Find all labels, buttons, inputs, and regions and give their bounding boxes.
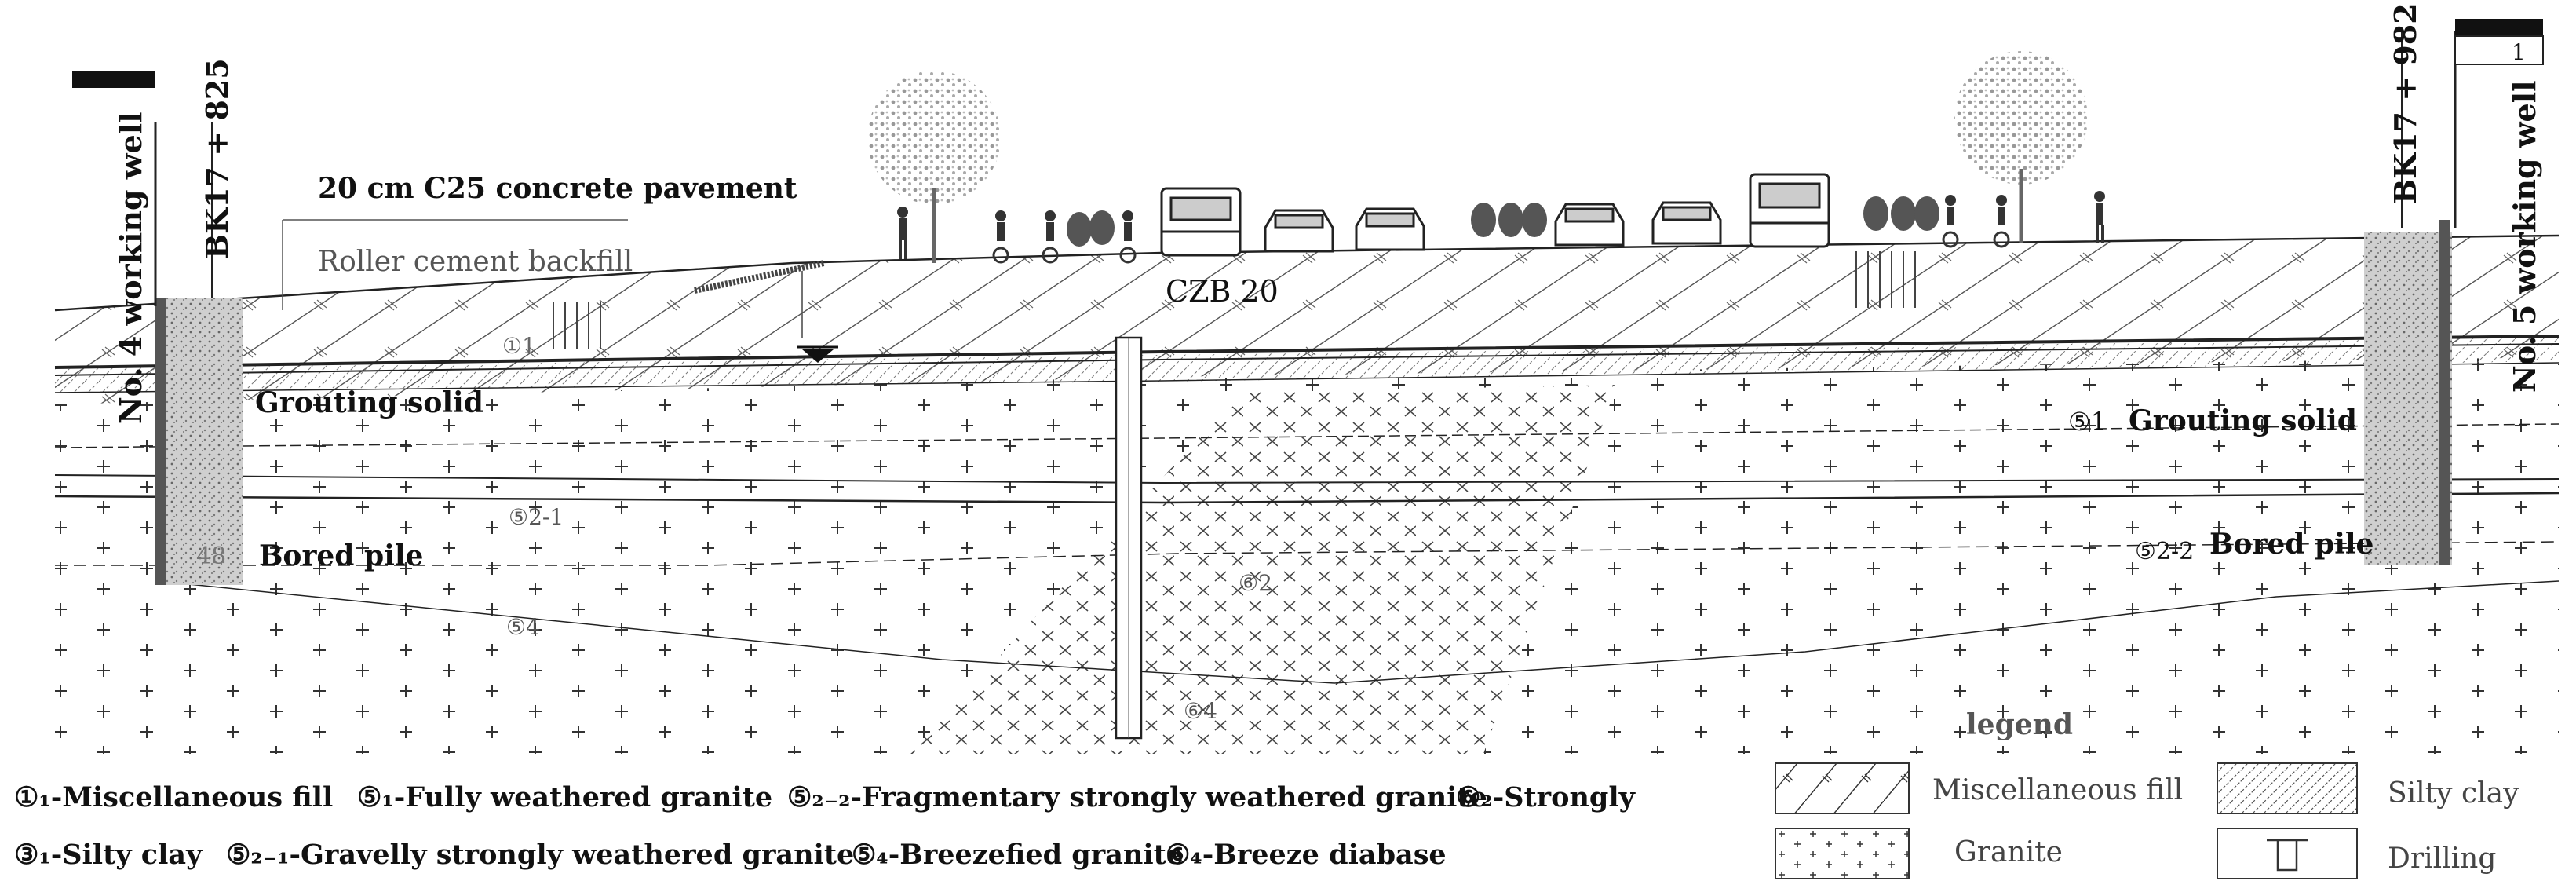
legend-swatch-drilling — [2217, 828, 2358, 879]
ramp-line — [694, 260, 825, 294]
legend-swatch-granite — [1775, 828, 1910, 879]
pedestrian-icon — [2094, 191, 2105, 243]
cyclist-icon — [1042, 210, 1059, 264]
road-surface-objects — [553, 51, 2105, 363]
tree-icon — [1954, 51, 2088, 243]
layer-key-item: ⑥₂-Strongly — [1456, 781, 1636, 813]
water-level-icon — [802, 349, 834, 363]
right-flag-number: 1 — [2512, 39, 2526, 65]
layer-key-item: ⑤₄-Breezefied granite — [852, 839, 1184, 871]
tree-icon — [867, 71, 1001, 263]
bored-pile-label-right: Bored pile — [2209, 528, 2373, 561]
fill-layer-tag: ①1 — [502, 333, 536, 359]
car-icon — [1355, 207, 1425, 251]
right-chainage-label: BK17 + 982 — [2388, 3, 2423, 204]
left-working-well — [72, 71, 243, 585]
borehole-label: CZB 20 — [1166, 274, 1279, 309]
layer-key-item: ⑤₁-Fully weathered granite — [357, 781, 772, 813]
left-pile-note: 48 — [196, 543, 226, 570]
right-working-well — [2364, 19, 2544, 565]
diabase-strong-layer-tag: ⑥2 — [1239, 570, 1272, 596]
legend-swatch-silty-clay — [2217, 762, 2358, 814]
layer-key-item: ①₁-Miscellaneous fill — [14, 781, 333, 813]
legend: legend Miscellaneous fill Silty clay Gra… — [1775, 708, 2519, 879]
pedestrian-icons — [897, 191, 2105, 264]
legend-title: legend — [1966, 708, 2073, 741]
layer-boundaries — [54, 234, 2560, 684]
bus-icon — [1160, 187, 1242, 257]
legend-label-silty-clay: Silty clay — [2388, 777, 2519, 810]
gravelly-layer-tag: ⑤2-1 — [509, 504, 564, 530]
shrub-icons — [1067, 196, 1939, 247]
grout-right-layer-tag: ⑤1 — [2068, 407, 2107, 437]
left-well-flag-icon — [72, 71, 155, 88]
right-well-label: No. 5 working well — [2507, 80, 2542, 393]
borehole — [1115, 336, 1143, 740]
cyclist-icon — [1119, 210, 1137, 264]
legend-label-misc-fill: Miscellaneous fill — [1932, 774, 2183, 806]
pedestrian-icon — [897, 207, 908, 259]
vehicle-icons — [1160, 173, 1830, 257]
strata — [54, 234, 2560, 754]
cyclist-icon — [1993, 195, 2010, 248]
car-icon — [1651, 201, 1722, 245]
left-chainage-label: BK17 + 825 — [199, 58, 235, 259]
bus-icon — [1749, 173, 1830, 248]
drilling-icon — [2267, 839, 2308, 872]
bored-pile-label-left: Bored pile — [259, 539, 423, 572]
left-well-label: No. 4 working well — [113, 112, 148, 424]
pile-right-layer-tag: ⑤2-2 — [2135, 538, 2194, 565]
grouting-label-left: Grouting solid — [255, 386, 483, 419]
car-icon — [1264, 209, 1334, 253]
breeze-granite-layer-tag: ⑤4 — [506, 614, 540, 640]
backfill-label: Roller cement backfill — [318, 246, 633, 278]
diabase-breeze-layer-tag: ⑥4 — [1184, 698, 1217, 724]
legend-label-drilling: Drilling — [2388, 843, 2496, 875]
grouting-label-right: Grouting solid — [2129, 404, 2357, 437]
section-labels: No. 4 working well BK17 + 825 BK17 + 982… — [113, 3, 2542, 724]
cyclist-icon — [1942, 195, 1959, 248]
layer-key-item: ⑥₄-Breeze diabase — [1166, 839, 1447, 871]
legend-label-granite: Granite — [1954, 836, 2063, 868]
layer-key-item: ⑤₂₋₂-Fragmentary strongly weathered gran… — [787, 781, 1487, 813]
cyclist-icon — [992, 210, 1009, 264]
backfill-hatch — [553, 251, 1916, 349]
car-icon — [1554, 203, 1625, 247]
pavement-label: 20 cm C25 concrete pavement — [318, 172, 797, 205]
layer-key-item: ⑤₂₋₁-Gravelly strongly weathered granite — [226, 839, 854, 871]
legend-swatch-misc-fill — [1775, 762, 1910, 814]
layer-key-item: ③₁-Silty clay — [14, 839, 203, 871]
layer-key-text: ①₁-Miscellaneous fill ⑤₁-Fully weathered… — [14, 781, 1636, 871]
